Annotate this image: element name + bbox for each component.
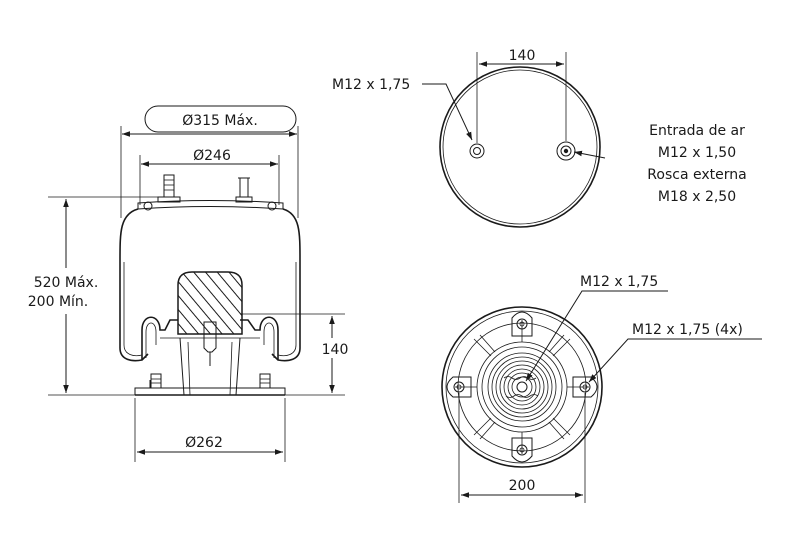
bottom-stud — [150, 373, 162, 389]
bottom-view-outer-circle — [441, 306, 603, 468]
height-min-label: 200 Mín. — [28, 294, 88, 310]
top-view-outer-circle — [439, 66, 601, 228]
bolt-hole-core — [519, 447, 525, 453]
max-diameter-label: Ø315 Máx. — [182, 113, 258, 129]
top-stud-circle — [469, 143, 485, 159]
top-view-inner-circle — [442, 69, 598, 225]
plate-rivet — [143, 201, 153, 211]
air-inlet-nut — [235, 196, 253, 203]
bottom-view-circle-2 — [445, 310, 599, 464]
bottom-view: M12 x 1,75 M12 x 1,75 (4x) 200 — [441, 274, 762, 503]
side-view: Ø315 Máx. Ø246 — [6, 105, 352, 462]
center-thread-label: M12 x 1,75 — [580, 274, 658, 290]
bolt-spacing-label: 200 — [509, 478, 536, 494]
stud-thread-label: M12 x 1,75 — [332, 77, 410, 93]
bellows-left — [119, 208, 149, 362]
air-inlet-fitting — [238, 177, 250, 197]
bolt-boss — [511, 311, 533, 337]
center-thread-leader — [525, 290, 668, 382]
piston-inner-line — [145, 322, 157, 358]
bellows-inner-line — [123, 262, 143, 357]
bolt-hole — [516, 318, 528, 330]
air-inlet-label-3: Rosca externa — [647, 167, 746, 183]
piston-shoulder-left — [141, 316, 178, 360]
bolt-hole — [453, 381, 465, 393]
stud-thread-leader — [422, 83, 473, 141]
bolt-thread-leader — [588, 338, 762, 383]
height-max-label: 520 Máx. — [34, 275, 99, 291]
bolt-hole — [579, 381, 591, 393]
piston-shoulder-right — [240, 316, 279, 360]
air-inlet-core — [563, 148, 569, 154]
bottom-stud — [259, 373, 271, 389]
bolt-thread-label: M12 x 1,75 (4x) — [632, 322, 743, 338]
bolt-hole-core — [582, 384, 588, 390]
air-inlet-label-4: M18 x 2,50 — [658, 189, 736, 205]
piston-body-inner — [187, 341, 233, 396]
top-view: 140 M12 x 1,75 Entrada de ar M12 x 1,50 … — [332, 48, 747, 228]
piston-body — [179, 337, 241, 396]
center-hub — [476, 341, 568, 433]
bellows-right — [271, 208, 301, 362]
center-bolt — [203, 333, 217, 353]
air-inlet-label-2: M12 x 1,50 — [658, 145, 736, 161]
base-plate-edge — [134, 387, 286, 395]
piston-inner-line — [263, 322, 275, 358]
height-label-bg — [6, 268, 106, 314]
bolt-hole-core — [519, 321, 525, 327]
air-inlet-ring — [560, 145, 572, 157]
top-stud-core — [473, 147, 481, 155]
base-diameter-label: Ø262 — [185, 435, 223, 451]
bolt-hole — [516, 444, 528, 456]
bolt-boss — [446, 376, 472, 398]
stud-nut — [157, 196, 181, 203]
bolt-hole-core — [456, 384, 462, 390]
top-stud — [163, 174, 175, 198]
bumper-hatched — [177, 271, 243, 335]
top-plate-diameter-label: Ø246 — [193, 148, 231, 164]
center-bolt-hole — [516, 381, 528, 393]
piston-height-label: 140 — [322, 342, 349, 358]
piston-ribs — [455, 320, 589, 454]
air-inlet-label-1: Entrada de ar — [649, 123, 745, 139]
stud-spacing-label: 140 — [509, 48, 536, 64]
plate-rivet — [267, 201, 277, 211]
bolt-boss — [511, 437, 533, 463]
air-inlet-leader — [573, 150, 606, 159]
piston-height-bg — [318, 338, 352, 358]
bellows-inner-line — [277, 262, 297, 357]
hub-marking — [503, 376, 539, 398]
